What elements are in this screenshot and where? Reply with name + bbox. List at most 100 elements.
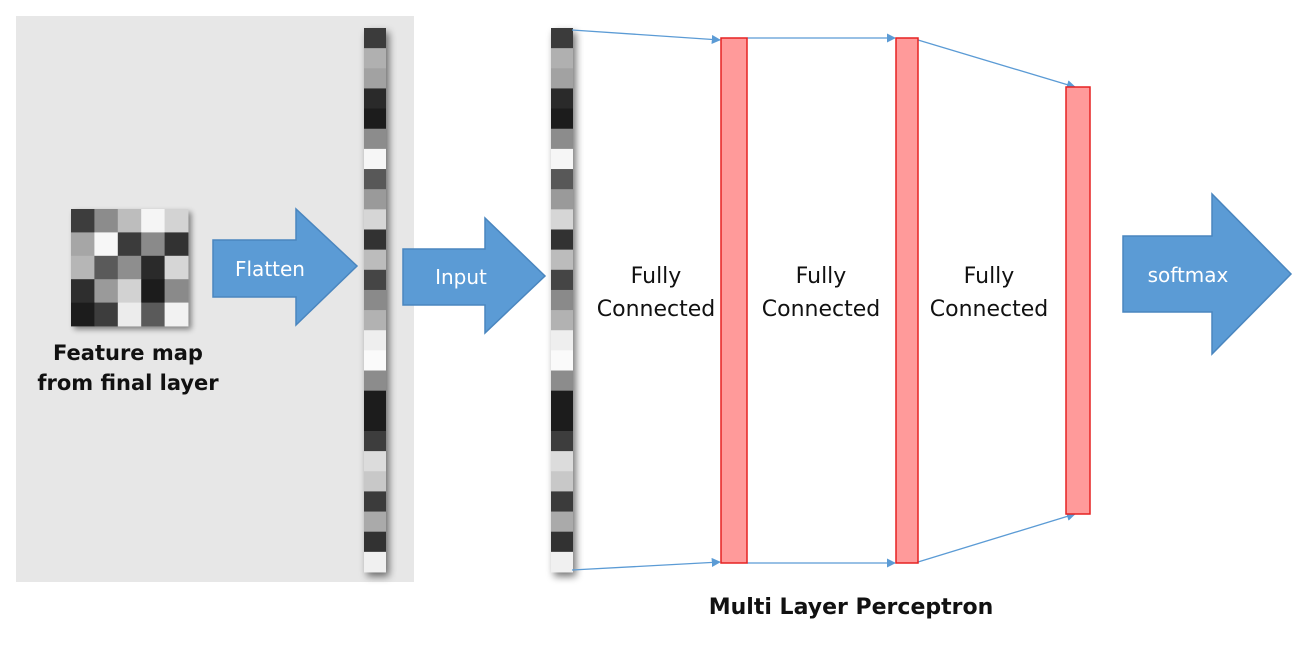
vector-cell — [551, 249, 573, 271]
vector-cell — [551, 410, 573, 432]
feature-cell — [164, 232, 189, 257]
vector-cell — [364, 88, 386, 109]
feature-cell — [71, 209, 95, 233]
feature-cell — [141, 255, 165, 280]
softmax-arrow-label: softmax — [1148, 263, 1229, 287]
flatten-arrow: Flatten — [212, 207, 359, 327]
fc-label-1-line1: Fully — [631, 264, 682, 289]
vector-cell — [364, 451, 386, 472]
flatten-arrow-shape — [212, 207, 359, 327]
softmax-arrow-shape — [1122, 192, 1293, 356]
feature-cell — [164, 302, 189, 327]
fc-label-2-line2: Connected — [762, 297, 880, 322]
vector-cell — [364, 48, 386, 69]
vector-cell — [364, 68, 386, 89]
vector-cell — [364, 289, 386, 311]
connector-top-1 — [571, 29, 721, 44]
flattened-vector — [364, 28, 386, 573]
vector-cell — [364, 128, 386, 150]
feature-cell — [141, 209, 165, 233]
connector-lines — [571, 29, 1076, 571]
vector-cell — [364, 189, 386, 210]
vector-cell — [364, 471, 386, 492]
vector-cell — [551, 209, 573, 230]
fc-layer-1 — [720, 37, 748, 564]
vector-cell — [551, 511, 573, 533]
input-arrow-label: Input — [435, 265, 487, 289]
feature-cell — [164, 255, 189, 280]
vector-cell — [551, 310, 573, 331]
softmax-arrow: softmax — [1122, 192, 1293, 356]
vector-cell — [551, 350, 573, 371]
vector-cell — [364, 551, 386, 573]
vector-cell — [364, 169, 386, 190]
feature-cell — [141, 279, 165, 303]
feature-cell — [141, 232, 165, 257]
vector-cell — [364, 108, 386, 130]
input-vector — [551, 28, 573, 573]
connector-top-3 — [917, 39, 1076, 90]
mlp-title: Multi Layer Perceptron — [709, 595, 994, 620]
vector-cell — [364, 350, 386, 371]
vector-cell — [364, 410, 386, 432]
vector-cell — [551, 68, 573, 89]
flatten-arrow-label: Flatten — [235, 257, 305, 281]
vector-cell — [551, 370, 573, 392]
vector-cell — [364, 249, 386, 271]
fc-layer-3 — [1065, 86, 1091, 515]
feature-cell — [117, 232, 142, 257]
vector-cell — [364, 330, 386, 351]
feature-cell — [117, 279, 142, 303]
vector-cell — [551, 88, 573, 109]
vector-cell — [551, 269, 573, 291]
connector-bottom-3 — [917, 512, 1076, 563]
vector-cell — [364, 390, 386, 412]
vector-cell — [551, 551, 573, 573]
connector-bottom-1 — [571, 557, 721, 571]
vector-cell — [364, 531, 386, 553]
vector-cell — [551, 390, 573, 412]
vector-cell — [364, 511, 386, 533]
feature-cell — [117, 255, 142, 280]
vector-cell — [551, 48, 573, 69]
vector-cell — [364, 28, 386, 49]
feature-map-label-line2: from final layer — [37, 371, 219, 395]
vector-cell — [364, 370, 386, 392]
input-arrow-shape — [402, 216, 547, 335]
feature-cell — [71, 232, 95, 257]
vector-cell — [551, 189, 573, 210]
feature-cell — [94, 302, 119, 327]
fc-label-3-line1: Fully — [964, 264, 1015, 289]
vector-cell — [364, 491, 386, 512]
vector-cell — [364, 148, 386, 170]
vector-cell — [551, 28, 573, 49]
feature-map-label-line1: Feature map — [53, 341, 203, 365]
fc-label-2-line1: Fully — [796, 264, 847, 289]
feature-cell — [94, 255, 119, 280]
vector-cell — [551, 108, 573, 130]
feature-cell — [141, 302, 165, 327]
feature-cell — [117, 209, 142, 233]
fc-label-3-line2: Connected — [930, 297, 1048, 322]
vector-cell — [551, 289, 573, 311]
vector-cell — [551, 128, 573, 150]
feature-cell — [71, 302, 95, 327]
vector-cell — [551, 451, 573, 472]
vector-cell — [551, 491, 573, 512]
vector-cell — [551, 148, 573, 170]
vector-cell — [364, 229, 386, 251]
vector-cell — [551, 169, 573, 190]
vector-cell — [364, 269, 386, 291]
vector-cell — [364, 310, 386, 331]
feature-cell — [94, 279, 119, 303]
fc-label-1-line2: Connected — [597, 297, 715, 322]
fc-layer-2 — [895, 37, 919, 564]
feature-cell — [94, 209, 119, 233]
feature-cell — [94, 232, 119, 257]
feature-cell — [71, 279, 95, 303]
feature-map-grid — [71, 209, 189, 327]
vector-cell — [364, 430, 386, 452]
input-arrow: Input — [402, 216, 547, 335]
vector-cell — [551, 330, 573, 351]
